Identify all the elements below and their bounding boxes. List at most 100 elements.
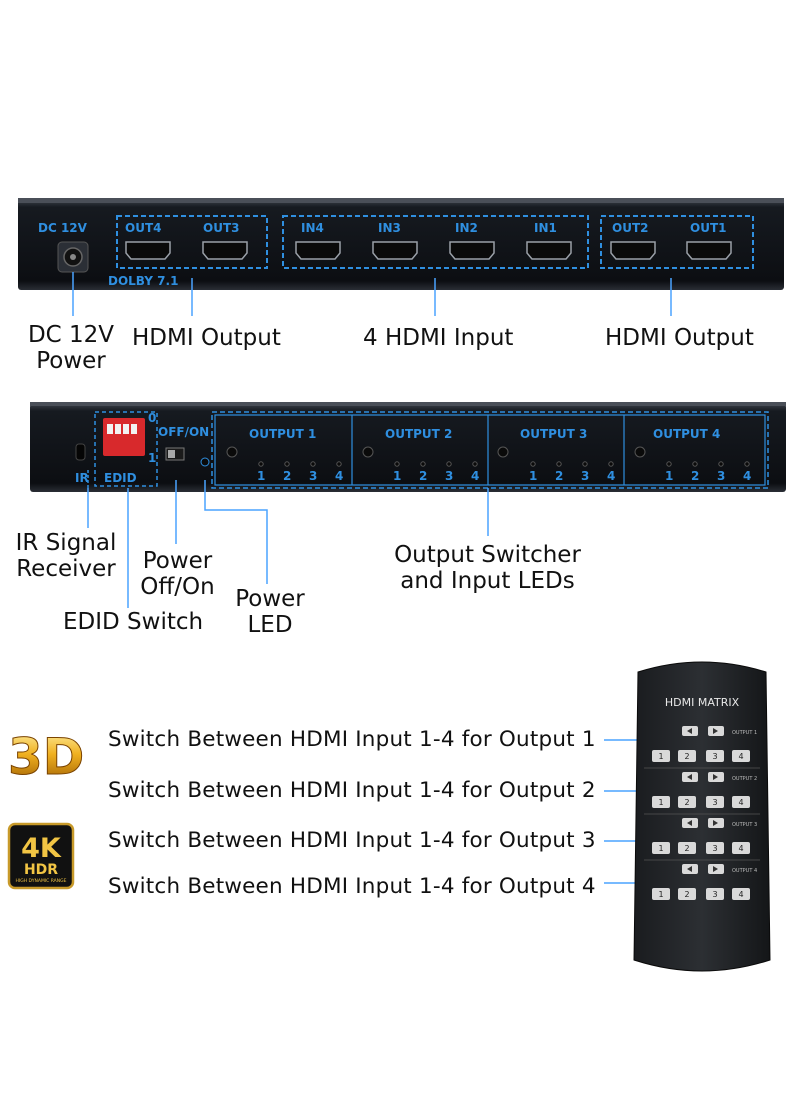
edid-label: EDID — [104, 471, 137, 485]
hdmi-port-out3[interactable] — [202, 241, 248, 260]
output-1-led-4: 4 — [335, 469, 343, 483]
output-2-button[interactable] — [362, 446, 374, 458]
output-1-button[interactable] — [226, 446, 238, 458]
remote-o3-btn-4-label: 4 — [738, 844, 743, 853]
output-2-led-2: 2 — [419, 469, 427, 483]
power-led — [200, 457, 210, 467]
output-group-1: OUTPUT 1 1 2 3 4 — [226, 427, 343, 483]
switch-line-output-1: Switch Between HDMI Input 1-4 for Output… — [108, 727, 596, 752]
remote-o1-tag: OUTPUT 1 — [732, 730, 757, 736]
hdmi-port-in1[interactable] — [526, 241, 572, 260]
remote-o1-btn-1-label: 1 — [658, 752, 663, 761]
hdmi-port-in2[interactable] — [449, 241, 495, 260]
output-group-4: OUTPUT 4 1 2 3 4 — [634, 427, 751, 483]
remote-o3-btn-3[interactable] — [706, 842, 724, 854]
hdmi-port-in3[interactable] — [372, 241, 418, 260]
remote-o2-btn-1[interactable] — [652, 796, 670, 808]
remote-o2-btn-2-label: 2 — [684, 798, 689, 807]
front-callout-lines — [87, 480, 489, 608]
remote-o3-btn-4[interactable] — [732, 842, 750, 854]
output-2-led-1: 1 — [393, 469, 401, 483]
output-4-label: OUTPUT 4 — [653, 427, 720, 441]
remote-o1-btn-2[interactable] — [678, 750, 696, 762]
power-led-callout-line2: LED — [247, 612, 293, 638]
dc-jack[interactable] — [57, 241, 89, 273]
remote-o4-btn-1[interactable] — [652, 888, 670, 900]
remote-o4-btn-2[interactable] — [678, 888, 696, 900]
ir-callout-line1: IR Signal — [15, 530, 117, 556]
output-2-led-3: 3 — [445, 469, 453, 483]
dc-power-callout-line1: DC 12V — [27, 322, 115, 348]
remote-o1-btn-3[interactable] — [706, 750, 724, 762]
power-led-callout: Power LED — [225, 586, 315, 638]
hdmi-output-right-callout: HDMI Output — [605, 325, 754, 351]
edid-dip-switch[interactable] — [103, 418, 145, 456]
remote-o2-btn-4[interactable] — [732, 796, 750, 808]
output-3-led-3: 3 — [581, 469, 589, 483]
remote-o4-btn-1-label: 1 — [658, 890, 663, 899]
switch-line-output-2: Switch Between HDMI Input 1-4 for Output… — [108, 778, 596, 803]
hdmi-output-left-callout: HDMI Output — [132, 325, 281, 351]
output-group-3: OUTPUT 3 1 2 3 4 — [497, 427, 615, 483]
remote-o3-tag: OUTPUT 3 — [732, 822, 757, 828]
front-panel: IR 0 1 EDID OFF/ON OUTPUT 1 1 2 3 4 OUTP… — [30, 402, 786, 492]
remote-o2-tag: OUTPUT 2 — [732, 776, 757, 782]
remote-section-output-2: OUTPUT 2 1 2 3 4 — [652, 772, 757, 808]
remote-o2-btn-4-label: 4 — [738, 798, 743, 807]
rear-panel: DC 12V OUT4 OUT3 IN4 IN3 IN2 IN1 OUT2 OU… — [18, 198, 784, 290]
badge-hdr-subtext: HIGH DYNAMIC RANGE — [16, 878, 67, 884]
output-1-label: OUTPUT 1 — [249, 427, 316, 441]
remote-o3-btn-3-label: 3 — [712, 844, 717, 853]
hdmi-input-callout: 4 HDMI Input — [363, 325, 514, 351]
port-label-out4: OUT4 — [125, 221, 161, 235]
remote-section-output-1: OUTPUT 1 1 2 3 4 — [652, 726, 757, 762]
output-3-button[interactable] — [497, 446, 509, 458]
output-3-led-4: 4 — [607, 469, 615, 483]
power-switch[interactable] — [165, 447, 185, 461]
ir-callout-line2: Receiver — [16, 556, 116, 582]
remote-o2-btn-3[interactable] — [706, 796, 724, 808]
output-4-led-1: 1 — [665, 469, 673, 483]
remote-o1-btn-1[interactable] — [652, 750, 670, 762]
output-switcher-callout: Output Switcher and Input LEDs — [385, 542, 590, 594]
remote-o1-btn-4[interactable] — [732, 750, 750, 762]
dc-label: DC 12V — [38, 221, 88, 235]
hdmi-port-in4[interactable] — [295, 241, 341, 260]
front-chassis — [30, 404, 786, 492]
output-4-button[interactable] — [634, 446, 646, 458]
port-label-out2: OUT2 — [612, 221, 648, 235]
remote-o4-btn-4[interactable] — [732, 888, 750, 900]
hdmi-port-out2[interactable] — [610, 241, 656, 260]
port-label-in3: IN3 — [378, 221, 401, 235]
output-1-led-1: 1 — [257, 469, 265, 483]
remote-o4-tag: OUTPUT 4 — [732, 868, 757, 874]
port-label-in4: IN4 — [301, 221, 324, 235]
output-1-led-3: 3 — [309, 469, 317, 483]
switch-line-output-3: Switch Between HDMI Input 1-4 for Output… — [108, 828, 596, 853]
hdmi-port-out1[interactable] — [686, 241, 732, 260]
dc-power-callout-line2: Power — [36, 348, 106, 374]
port-label-out1: OUT1 — [690, 221, 726, 235]
power-led-callout-line1: Power — [235, 586, 305, 612]
output-4-led-3: 3 — [717, 469, 725, 483]
dc-power-callout: DC 12V Power — [26, 322, 116, 374]
output-3-led-2: 2 — [555, 469, 563, 483]
badge-3d-icon: 3D — [8, 728, 85, 787]
hdmi-port-out4[interactable] — [125, 241, 171, 260]
remote-o2-btn-3-label: 3 — [712, 798, 717, 807]
remote-o4-btn-3[interactable] — [706, 888, 724, 900]
dip-mark-0: 0 — [148, 411, 156, 425]
switcher-callout-line1: Output Switcher — [394, 542, 581, 568]
remote-o3-btn-2-label: 2 — [684, 844, 689, 853]
badge-4k-hdr-icon: 4K HDR HIGH DYNAMIC RANGE — [7, 822, 75, 890]
output-4-led-4: 4 — [743, 469, 751, 483]
remote-o3-btn-1[interactable] — [652, 842, 670, 854]
remote-o3-btn-2[interactable] — [678, 842, 696, 854]
dip-mark-1: 1 — [148, 451, 156, 465]
remote-o2-btn-2[interactable] — [678, 796, 696, 808]
rear-callout-lines — [72, 272, 672, 316]
power-callout-line1: Power — [142, 548, 213, 574]
output-group-2: OUTPUT 2 1 2 3 4 — [362, 427, 479, 483]
remote-o4-btn-3-label: 3 — [712, 890, 717, 899]
badge-3d-text: 3D — [8, 728, 84, 786]
